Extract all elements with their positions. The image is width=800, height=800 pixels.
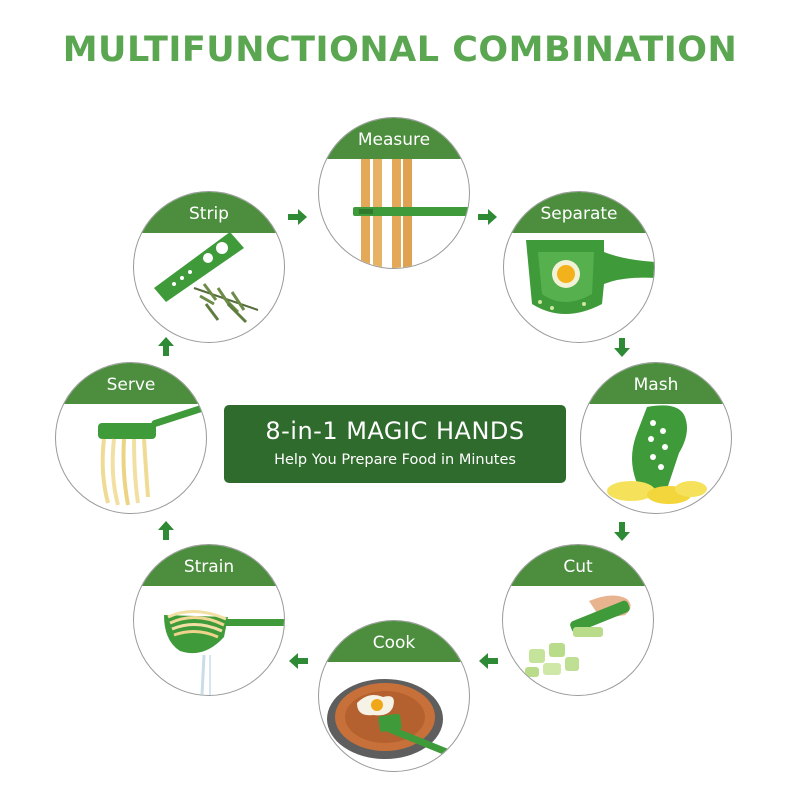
arrow-left-icon xyxy=(289,653,308,669)
function-label-serve: Serve xyxy=(106,375,156,395)
center-banner: 8-in-1 MAGIC HANDS Help You Prepare Food… xyxy=(224,405,566,483)
measure-illustration xyxy=(353,158,469,268)
separate-illustration xyxy=(526,240,654,314)
arrow-down-icon xyxy=(614,338,630,357)
function-label-separate: Separate xyxy=(540,204,618,224)
function-circle-strain: Strain xyxy=(133,544,285,696)
function-label-measure: Measure xyxy=(357,130,431,150)
strip-illustration xyxy=(154,232,259,324)
mash-illustration xyxy=(607,405,707,504)
serve-illustration xyxy=(98,404,206,506)
function-circle-cook: Cook xyxy=(318,620,470,772)
function-circle-serve: Serve xyxy=(55,362,207,514)
strain-illustration xyxy=(164,610,284,695)
function-label-cut: Cut xyxy=(563,557,593,577)
function-label-strip: Strip xyxy=(189,204,229,224)
arrow-up-icon xyxy=(158,521,174,540)
function-circle-mash: Mash xyxy=(580,362,732,514)
function-label-mash: Mash xyxy=(633,375,679,395)
cook-illustration xyxy=(327,679,453,759)
center-subtitle: Help You Prepare Food in Minutes xyxy=(274,452,516,468)
arrow-up-icon xyxy=(158,337,174,356)
function-label-strain: Strain xyxy=(183,557,235,577)
arrow-left-icon xyxy=(479,653,498,669)
headline: MULTIFUNCTIONAL COMBINATION xyxy=(62,30,738,70)
arrow-right-icon xyxy=(478,209,497,225)
function-circle-strip: Strip xyxy=(133,191,285,343)
function-circle-separate: Separate xyxy=(503,191,655,343)
function-circle-cut: Cut xyxy=(502,544,654,696)
function-circle-measure: Measure xyxy=(318,117,470,269)
arrow-down-icon xyxy=(614,522,630,541)
function-label-cook: Cook xyxy=(372,633,416,653)
cut-illustration xyxy=(525,595,631,677)
center-title: 8-in-1 MAGIC HANDS xyxy=(265,417,525,445)
arrow-right-icon xyxy=(288,209,307,225)
